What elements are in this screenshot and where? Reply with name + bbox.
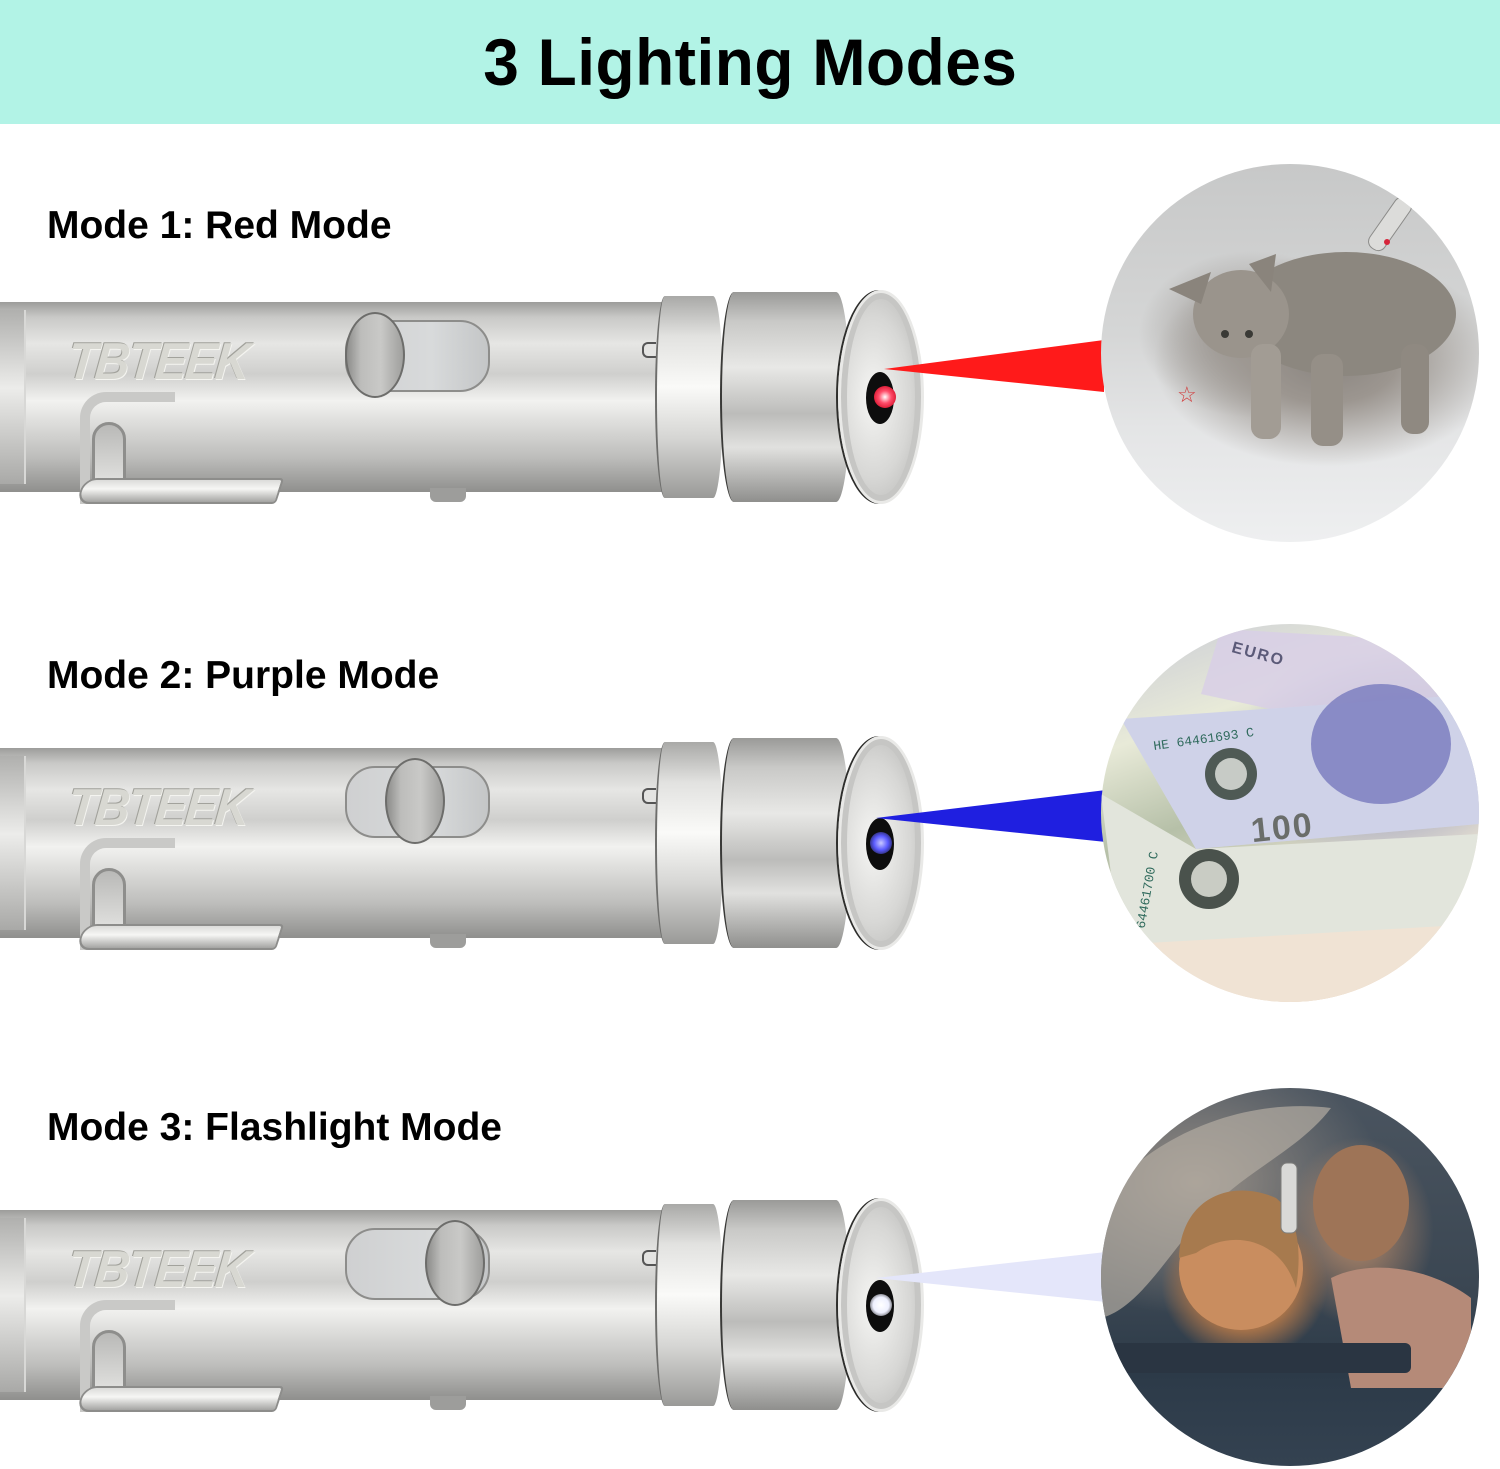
mode-switch-knob — [345, 312, 405, 398]
pointer-collar — [655, 1204, 723, 1406]
uv-light-emitter-icon — [870, 832, 892, 854]
pointer-head — [720, 292, 850, 502]
laser-pointer-mode-3: TBTEEK — [0, 1190, 930, 1420]
clip-bar — [75, 478, 285, 504]
denomination-100: 100 — [1249, 805, 1316, 851]
pocket-clip — [80, 392, 175, 504]
mode-2-label: Mode 2: Purple Mode — [47, 654, 440, 697]
pointer-head — [720, 1200, 850, 1410]
family-illustration — [1101, 1106, 1471, 1388]
laser-pointer-mode-2: TBTEEK — [0, 728, 930, 958]
pointer-collar — [655, 742, 723, 944]
flashlight-beam-icon — [876, 1252, 1106, 1302]
pointer-head — [720, 738, 850, 948]
banknotes-illustration — [1101, 629, 1479, 1002]
flashlight-emitter-icon — [870, 1294, 892, 1316]
red-laser-beam-icon — [884, 340, 1104, 392]
kitten-photo: ☆ — [1101, 164, 1479, 542]
laser-pointer-mode-1: TBTEEK — [0, 282, 930, 512]
pocket-clip — [80, 838, 175, 950]
purple-uv-beam-icon — [876, 790, 1106, 842]
title-banner: 3 Lighting Modes — [0, 0, 1500, 124]
mode-switch-knob — [425, 1220, 485, 1306]
clip-tab — [430, 1396, 466, 1410]
collar-notch — [642, 788, 656, 804]
page-title: 3 Lighting Modes — [482, 25, 1018, 99]
collar-notch — [642, 1250, 656, 1266]
family-reading-photo — [1101, 1088, 1479, 1466]
pointer-tail — [0, 756, 26, 930]
brand-logo: TBTEEK — [65, 333, 252, 391]
brand-logo: TBTEEK — [65, 1241, 252, 1299]
mode-3-label: Mode 3: Flashlight Mode — [47, 1106, 502, 1149]
clip-bar — [75, 924, 285, 950]
clip-bar — [75, 1386, 285, 1412]
mode-1-label: Mode 1: Red Mode — [47, 204, 392, 247]
clip-tab — [430, 934, 466, 948]
red-laser-emitter-icon — [874, 386, 896, 408]
pointer-tail — [0, 310, 26, 484]
collar-notch — [642, 342, 656, 358]
pocket-clip — [80, 1300, 175, 1412]
brand-logo: TBTEEK — [65, 779, 252, 837]
currency-photo: EURO HE 64461693 C HE 64461700 C 100 — [1101, 624, 1479, 1002]
laser-star-icon: ☆ — [1177, 382, 1197, 407]
pointer-collar — [655, 296, 723, 498]
clip-tab — [430, 488, 466, 502]
kitten-illustration — [1169, 196, 1456, 446]
mode-switch-knob — [385, 758, 445, 844]
pointer-tail — [0, 1218, 26, 1392]
